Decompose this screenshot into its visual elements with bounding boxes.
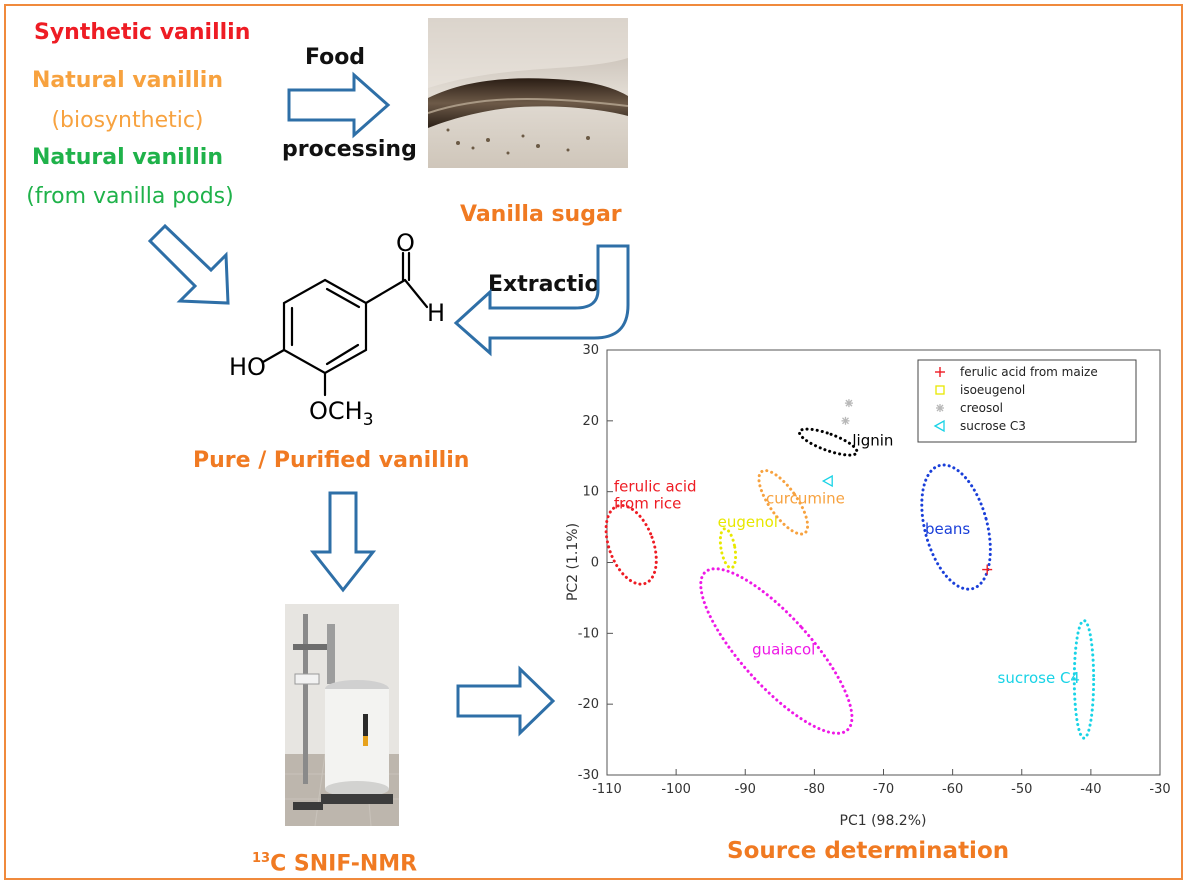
nmr-spectrometer-photo	[285, 604, 399, 826]
point-layer	[821, 399, 993, 575]
data-point	[844, 399, 853, 408]
y-tick-label: -10	[578, 626, 599, 641]
arrow-bent-left-icon	[453, 244, 630, 357]
source-determination-label: Source determination	[727, 838, 1010, 864]
legend-entry: sucrose C3	[960, 419, 1026, 433]
processing-label: processing	[282, 137, 417, 162]
natural-vanillin-biosynthetic-sub: (biosynthetic)	[51, 108, 204, 133]
y-axis-label: PC2 (1.1%)	[565, 523, 581, 601]
confidence-ellipse	[1072, 619, 1096, 740]
diagram-frame	[4, 4, 1183, 880]
arrow-diagonal-icon	[147, 223, 230, 305]
y-tick-label: -20	[578, 697, 599, 712]
confidence-ellipse	[604, 503, 658, 586]
food-label: Food	[304, 45, 366, 70]
x-tick-label: -50	[1011, 782, 1032, 797]
legend-marker	[935, 367, 945, 377]
x-tick-label: -80	[804, 782, 825, 797]
x-axis-label: PC1 (98.2%)	[840, 813, 927, 829]
ellipse-label: beans	[925, 520, 970, 538]
x-tick-label: -100	[661, 782, 691, 797]
x-tick-label: -60	[942, 782, 963, 797]
molecule-methoxy: OCH3	[309, 397, 374, 430]
snif-nmr-text: C SNIF-NMR	[270, 851, 418, 877]
ellipse-label: guaiacol	[752, 641, 815, 659]
confidence-ellipse	[797, 427, 859, 457]
natural-vanillin-pods-title: Natural vanillin	[31, 145, 223, 170]
molecule-methoxy-sub: 3	[363, 410, 374, 430]
synthetic-vanillin-label: Synthetic vanillin	[34, 20, 251, 45]
snif-nmr-label: 13C SNIF-NMR	[252, 846, 417, 877]
molecule-hydrogen: H	[427, 299, 445, 327]
legend-marker	[935, 385, 945, 395]
molecule-hydroxyl: HO	[229, 353, 266, 381]
x-tick-label: -90	[735, 782, 756, 797]
vanillin-molecule: O H HO OCH3	[229, 229, 445, 430]
x-tick-label: -110	[592, 782, 622, 797]
legend: ferulic acid from maize isoeugenol creosol…	[917, 359, 1137, 443]
arrow-right-icon	[287, 71, 391, 139]
confidence-ellipse	[718, 527, 738, 570]
y-tick-label: -30	[578, 768, 599, 783]
confidence-ellipse	[699, 567, 854, 735]
data-point	[821, 474, 833, 488]
vanilla-pod-in-sugar-photo	[428, 18, 628, 168]
snif-nmr-superscript: 13	[252, 851, 271, 866]
x-tick-label: -70	[873, 782, 894, 797]
nmr-photo-graphic	[285, 604, 399, 826]
legend-marker	[936, 404, 944, 412]
extraction-label: Extraction	[488, 272, 616, 297]
legend-entry: ferulic acid from maize	[960, 365, 1098, 379]
arrow-down-icon	[309, 491, 377, 593]
natural-vanillin-biosynthetic-title: Natural vanillin	[31, 68, 223, 93]
y-tick-label: 0	[591, 556, 599, 571]
y-tick-label: 30	[582, 343, 599, 358]
legend-marker	[933, 419, 945, 433]
y-tick-label: 10	[582, 485, 599, 500]
legend-box	[917, 359, 1137, 443]
ellipse-label: lignin	[852, 432, 893, 450]
ellipse-label: ferulic acid	[614, 478, 697, 496]
x-tick-label: -40	[1080, 782, 1101, 797]
confidence-ellipse	[757, 469, 810, 536]
data-point	[841, 416, 850, 425]
ellipse-label: sucrose C4	[998, 669, 1080, 687]
molecule-methoxy-main: OCH	[309, 397, 363, 425]
x-tick-label: -30	[1149, 782, 1170, 797]
pure-vanillin-label: Pure / Purified vanillin	[193, 448, 470, 473]
y-tick-label: 20	[582, 414, 599, 429]
ellipse-label: eugenol	[718, 513, 778, 531]
vanilla-pod-photo-graphic	[428, 18, 628, 168]
data-point	[982, 564, 993, 575]
ellipse-label: curcumine	[766, 490, 845, 508]
confidence-ellipse	[920, 463, 992, 591]
arrow-right-icon	[456, 665, 556, 737]
vanilla-sugar-label: Vanilla sugar	[460, 202, 622, 227]
natural-vanillin-pods-sub: (from vanilla pods)	[26, 184, 234, 209]
legend-entry: creosol	[960, 401, 1003, 415]
molecule-oxygen: O	[396, 229, 415, 257]
legend-entry: isoeugenol	[960, 383, 1025, 397]
tick-layer: -110-100-90-80-70-60-50-40-30-30-20-1001…	[578, 343, 1170, 797]
ellipse-label-line2: from rice	[614, 495, 682, 513]
